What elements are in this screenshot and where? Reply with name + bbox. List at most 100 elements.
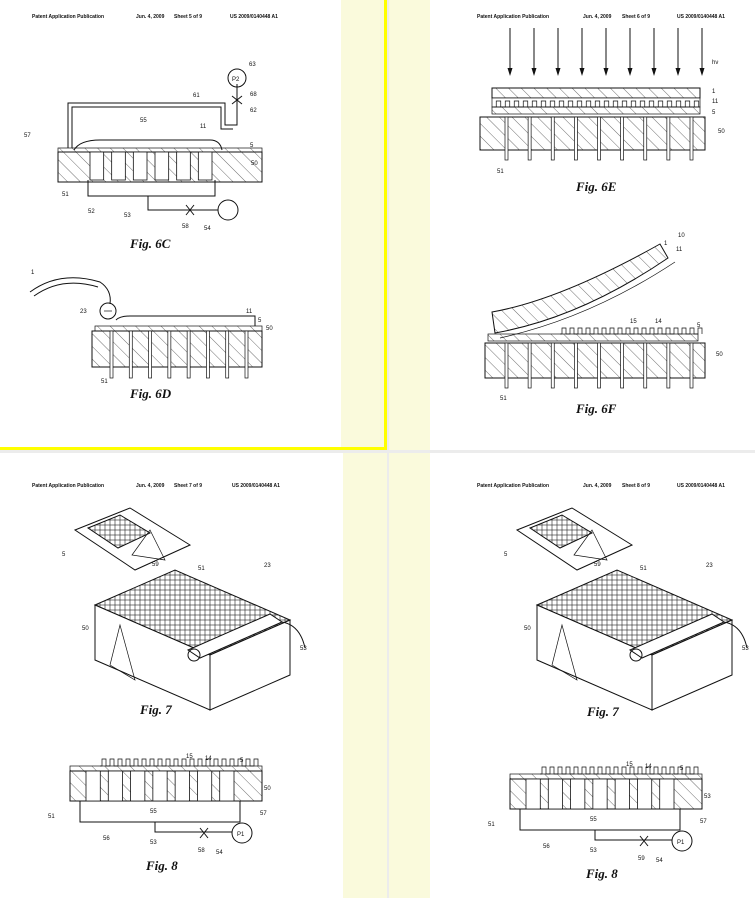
ref-label: 11	[200, 124, 207, 130]
ref-label: 5	[62, 552, 66, 558]
ref-label: 15	[630, 319, 637, 325]
ref-label: 61	[193, 93, 200, 99]
vacuum-chamber	[660, 779, 674, 809]
ref-label: 58	[198, 848, 205, 854]
vacuum-chamber	[198, 152, 212, 180]
figure-caption: Fig. 6E	[575, 179, 617, 194]
arrowhead-icon	[676, 68, 681, 76]
suction-hole	[621, 117, 624, 160]
ref-label: 50	[524, 626, 531, 632]
ref-label: 50	[251, 161, 258, 167]
ref-label: P1	[677, 840, 685, 846]
ref-label: 51	[101, 379, 108, 385]
ref-label: 50	[266, 326, 273, 332]
vacuum-chamber	[177, 152, 191, 180]
vacuum-chamber	[108, 771, 122, 801]
ref-label: 56	[543, 844, 550, 850]
ref-label: 10	[678, 233, 685, 239]
suction-hole	[226, 331, 229, 378]
suction-hole	[551, 343, 554, 388]
arrowhead-icon	[604, 68, 609, 76]
suction-hole	[505, 343, 508, 388]
vacuum-chamber	[133, 152, 147, 180]
suction-hole	[690, 343, 693, 388]
arrowhead-icon	[580, 68, 585, 76]
ref-label: 14	[205, 756, 212, 762]
ref-label: 1	[664, 241, 668, 247]
ref-label: 58	[182, 224, 189, 230]
arrowhead-icon	[556, 68, 561, 76]
figure-caption: Fig. 7	[586, 704, 619, 719]
suction-hole	[574, 117, 577, 160]
ref-label: 5	[504, 552, 508, 558]
ref-label: 53	[590, 848, 597, 854]
suction-hole	[206, 331, 209, 378]
vacuum-chamber	[526, 779, 540, 809]
ref-label: 23	[264, 563, 271, 569]
suction-hole	[598, 117, 601, 160]
suction-hole	[149, 331, 152, 378]
vacuum-chamber	[548, 779, 562, 809]
ref-label: 23	[80, 309, 87, 315]
ref-label: 14	[655, 319, 662, 325]
suction-hole	[598, 343, 601, 388]
ref-label: 51	[198, 566, 205, 572]
suction-hole	[168, 331, 171, 378]
vacuum-chamber	[593, 779, 607, 809]
ref-label: 57	[260, 811, 267, 817]
ref-label: 54	[204, 226, 211, 232]
suction-hole	[129, 331, 132, 378]
suction-hole	[690, 117, 693, 160]
arrowhead-icon	[700, 68, 705, 76]
vacuum-chamber	[153, 771, 167, 801]
ref-label: 51	[500, 396, 507, 402]
vacuum-chamber	[131, 771, 145, 801]
figure-7: 5 59 51 23 50 53 Fig. 7	[504, 508, 749, 719]
figure-8: 15 14 5 50 51 55 57 56 53 58 54 P1 Fig. …	[48, 754, 271, 873]
ref-label: 52	[88, 209, 95, 215]
figure-caption: Fig. 6C	[129, 236, 171, 251]
vacuum-chamber	[155, 152, 169, 180]
ref-label: 55	[140, 118, 147, 124]
vacuum-chamber	[86, 771, 100, 801]
ref-label: 5	[712, 110, 716, 116]
arrowhead-icon	[508, 68, 513, 76]
suction-hole	[644, 117, 647, 160]
figure-caption: Fig. 6F	[575, 401, 617, 416]
suction-hole	[551, 117, 554, 160]
figure-8: 15 14 5 53 51 55 57 56 53 59 54 P1 Fig. …	[488, 762, 711, 881]
vacuum-chamber	[220, 771, 234, 801]
ref-label: 53	[300, 646, 307, 652]
suction-hole	[187, 331, 190, 378]
ref-label: hν	[712, 60, 718, 66]
ref-label: 55	[590, 817, 597, 823]
ref-label: 50	[718, 129, 725, 135]
suction-hole	[574, 343, 577, 388]
ref-label: 51	[497, 169, 504, 175]
ref-label: 15	[186, 754, 193, 760]
ref-label: P1	[237, 832, 245, 838]
ref-label: 62	[250, 108, 257, 114]
figure-caption: Fig. 6D	[129, 386, 172, 401]
ref-label: 11	[712, 99, 719, 105]
suction-hole	[667, 343, 670, 388]
figure-caption: Fig. 7	[139, 702, 172, 717]
ref-label: 50	[82, 626, 89, 632]
vacuum-chamber	[197, 771, 211, 801]
ref-label: 5	[258, 318, 262, 324]
ref-label: 68	[250, 92, 257, 98]
ref-label: 54	[216, 850, 223, 856]
suction-hole	[644, 343, 647, 388]
vacuum-chamber	[571, 779, 585, 809]
suction-hole	[505, 117, 508, 160]
ref-label: 11	[246, 309, 253, 315]
ref-label: 57	[700, 819, 707, 825]
figure-caption: Fig. 8	[145, 858, 178, 873]
ref-label: 53	[704, 794, 711, 800]
ref-label: 53	[742, 646, 749, 652]
ref-label: P2	[232, 77, 240, 83]
figure-6e: hν 1 11 5 50 51 Fig. 6E	[480, 28, 725, 194]
ref-label: 51	[48, 814, 55, 820]
ref-label: 5	[680, 766, 684, 772]
